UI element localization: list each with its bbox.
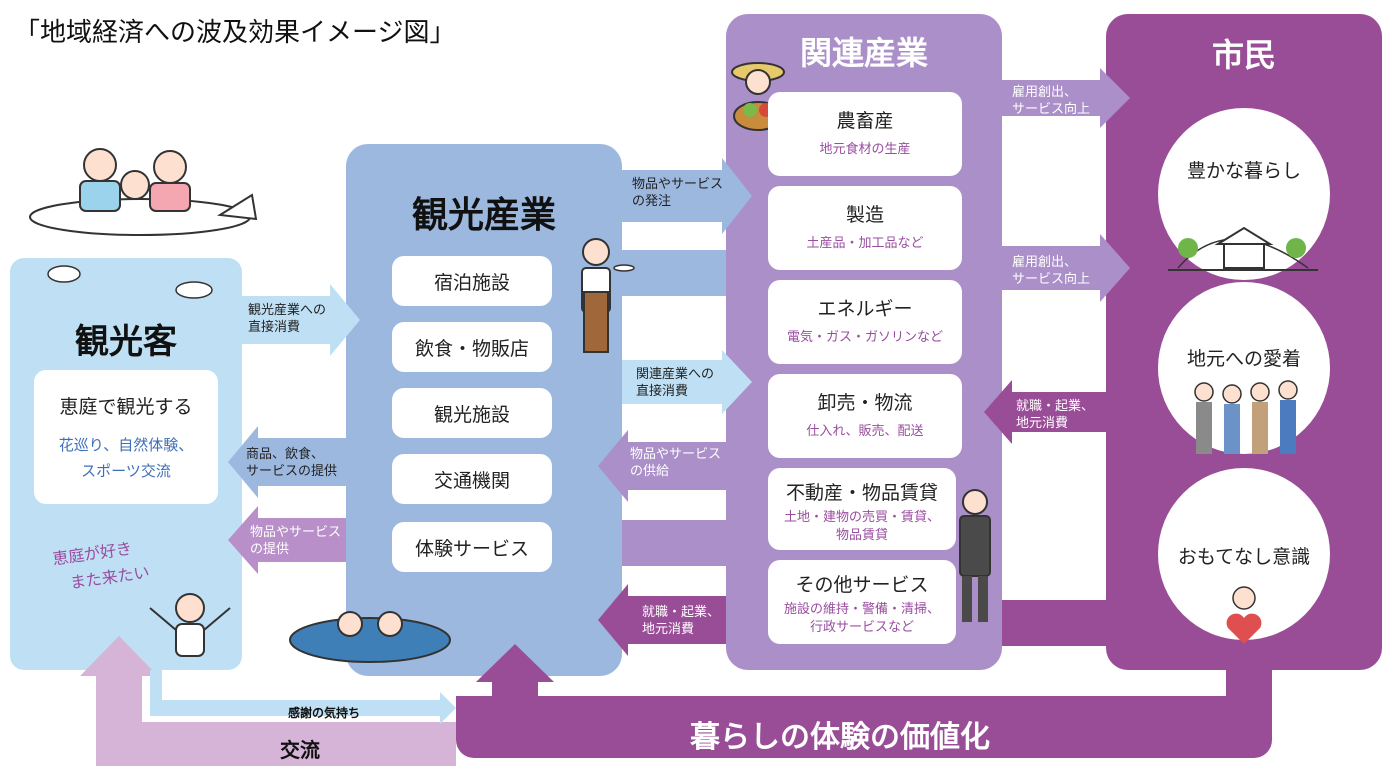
tourism-industry-heading: 観光産業	[411, 195, 556, 236]
citizen-hospitality-label: おもてなし意識	[1177, 546, 1311, 568]
waitress-illustration	[581, 238, 635, 353]
related-item-other-services: その他サービス 施設の維持・警備・清掃、 行政サービスなど	[768, 560, 956, 644]
flow-label-order: 物品やサービス の発注	[632, 177, 724, 209]
flow-label-citizen-jobs-2: 雇用創出、 サービス向上	[1012, 255, 1091, 287]
related-item-manufacturing: 製造 土産品・加工品など	[768, 186, 962, 270]
family-airplane-illustration	[29, 148, 258, 236]
related-item-desc: 施設の維持・警備・清掃、 行政サービスなど	[783, 602, 940, 635]
arrow-related-to-citizen-1	[1002, 68, 1130, 128]
industry-item-restaurant-retail: 飲食・物販店	[392, 322, 552, 372]
flow-label-related-jobs: 就職・起業、 地元消費	[642, 605, 721, 637]
industry-item-lodging: 宿泊施設	[392, 256, 552, 306]
flow-label-direct-related: 関連産業への 直接消費	[636, 367, 715, 399]
flow-label-tourist-to-industry: 観光産業への 直接消費	[248, 303, 327, 335]
industry-item-transport: 交通機関	[392, 454, 552, 504]
hot-spring-illustration	[289, 611, 451, 663]
arrow-industry-to-related-order	[622, 158, 752, 234]
arrow-related-to-industry-supply	[598, 430, 726, 502]
flow-label-related-supply: 物品やサービス の供給	[630, 447, 722, 479]
value-loop-arrowhead	[476, 644, 554, 682]
related-item-name: 農畜産	[836, 110, 894, 132]
exchange-bar	[96, 722, 456, 766]
arrow-citizen-to-related-band	[1002, 600, 1106, 646]
citizen-circle-attachment	[1158, 282, 1330, 454]
arrow-related-to-industry-jobs	[598, 584, 726, 656]
related-item-desc: 土産品・加工品など	[806, 236, 924, 251]
tourist-heading: 観光客	[75, 322, 177, 362]
citizen-heading: 市民	[1211, 36, 1276, 74]
arrow-tourist-to-industry	[242, 284, 360, 356]
cloud-icons	[47, 265, 213, 299]
arrow-related-to-industry-band	[622, 520, 726, 566]
flow-label-industry-supply: 物品やサービス の提供	[250, 525, 342, 557]
tourist-activity-card	[34, 370, 218, 504]
flow-label-industry-goods: 商品、飲食、 サービスの提供	[246, 447, 338, 479]
arrow-industry-to-tourist-goods	[228, 426, 346, 498]
related-item-desc: 電気・ガス・ガソリンなど	[786, 330, 943, 345]
citizen-circle-hospitality	[1158, 468, 1330, 640]
heart-woman-illustration	[1226, 586, 1262, 644]
related-item-name: その他サービス	[795, 574, 929, 596]
exchange-label: 交流	[280, 738, 320, 762]
flow-label-citizen-to-related: 就職・起業、 地元消費	[1016, 399, 1095, 431]
related-item-agriculture: 農畜産 地元食材の生産	[768, 92, 962, 176]
citizen-rich-life-label: 豊かな暮らし	[1186, 160, 1301, 182]
value-label: 暮らしの体験の価値化	[690, 720, 990, 755]
related-item-desc: 土地・建物の売買・賃貸、 物品賃貸	[783, 510, 940, 543]
flow-label-citizen-jobs-1: 雇用創出、 サービス向上	[1012, 85, 1091, 117]
family-illustration	[1194, 380, 1298, 454]
happy-tourist-illustration	[149, 593, 231, 657]
page-title: 「地域経済への波及効果イメージ図」	[14, 18, 456, 48]
value-bar	[456, 696, 1272, 758]
related-item-energy: エネルギー 電気・ガス・ガソリンなど	[768, 280, 962, 364]
tourist-activity-title: 恵庭で観光する	[59, 396, 193, 418]
related-industry-heading: 関連産業	[799, 34, 928, 72]
citizen-attachment-label: 地元への愛着	[1186, 348, 1301, 370]
businessman-illustration	[959, 489, 991, 622]
tourist-activity-examples: 花巡り、自然体験、 スポーツ交流	[34, 432, 218, 484]
exchange-loop-arrowhead	[80, 636, 158, 676]
related-item-real-estate: 不動産・物品賃貸 土地・建物の売買・賃貸、 物品賃貸	[768, 468, 956, 550]
related-item-name: 製造	[845, 204, 884, 226]
arrow-related-to-citizen-2	[1002, 234, 1130, 302]
industry-item-experience: 体験サービス	[392, 522, 552, 572]
arrow-citizen-to-related	[984, 380, 1106, 444]
house-illustration	[1168, 226, 1318, 271]
thanks-label: 感謝の気持ち	[288, 706, 361, 720]
tourist-activity-line: スポーツ交流	[81, 462, 171, 480]
related-item-name: 卸売・物流	[817, 392, 913, 414]
industry-item-attractions: 観光施設	[392, 388, 552, 438]
arrow-industry-to-related-direct	[622, 350, 752, 414]
value-loop-down	[1226, 660, 1272, 710]
arrow-industry-to-tourist-supply	[228, 506, 346, 574]
related-item-wholesale: 卸売・物流 仕入れ、販売、配送	[768, 374, 962, 458]
exchange-loop-up	[96, 672, 142, 732]
related-item-desc: 地元食材の生産	[819, 142, 911, 157]
related-item-desc: 仕入れ、販売、配送	[806, 424, 924, 439]
related-item-name: 不動産・物品賃貸	[785, 482, 938, 504]
value-loop-up	[492, 680, 538, 710]
arrow-thanks	[150, 670, 456, 724]
related-item-name: エネルギー	[817, 298, 913, 320]
arrow-industry-to-related-band	[622, 250, 726, 296]
tourist-activity-line: 花巡り、自然体験、	[58, 436, 194, 454]
